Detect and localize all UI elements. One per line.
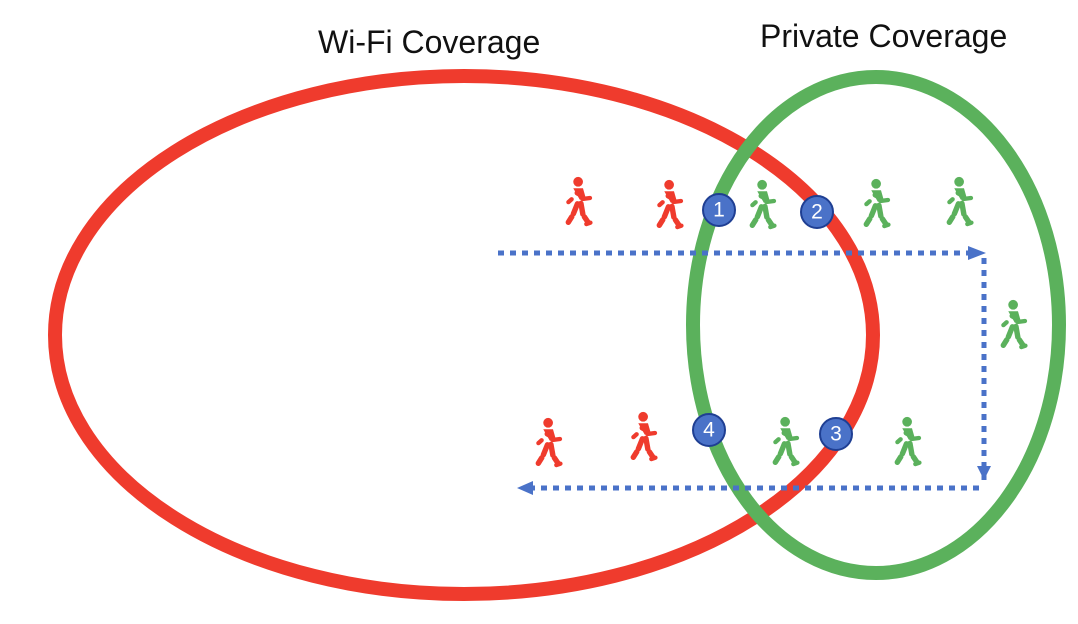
walkers bbox=[534, 176, 1029, 468]
arrowhead-left bbox=[517, 481, 533, 495]
private-coverage-zone bbox=[686, 70, 1066, 580]
waypoint-2-label: 2 bbox=[811, 201, 823, 224]
walker-green-2 bbox=[862, 178, 892, 229]
walker-red-3 bbox=[534, 417, 564, 468]
walker-green-4 bbox=[999, 299, 1029, 350]
wifi-coverage-zone bbox=[48, 69, 880, 601]
arrowhead-down bbox=[977, 466, 991, 480]
walker-green-5 bbox=[771, 416, 801, 467]
waypoint-2-circle bbox=[800, 195, 834, 229]
waypoint-2: 2 bbox=[800, 195, 834, 229]
walker-green-1 bbox=[748, 179, 778, 230]
private-coverage-label: Private Coverage bbox=[760, 18, 1008, 54]
arrowhead-right bbox=[968, 246, 986, 260]
walker-green-6 bbox=[893, 416, 923, 467]
waypoint-3: 3 bbox=[819, 417, 853, 451]
walker-green-3 bbox=[945, 176, 975, 227]
walker-red-1 bbox=[564, 176, 594, 227]
waypoint-3-label: 3 bbox=[830, 423, 842, 446]
waypoint-1-circle bbox=[702, 193, 736, 227]
walker-red-4 bbox=[629, 411, 659, 462]
waypoint-4-label: 4 bbox=[703, 419, 715, 442]
wifi-coverage-label: Wi-Fi Coverage bbox=[318, 24, 541, 60]
waypoint-1: 1 bbox=[702, 193, 736, 227]
waypoint-markers: 1 2 3 4 bbox=[692, 193, 853, 451]
waypoint-4: 4 bbox=[692, 413, 726, 447]
waypoint-1-label: 1 bbox=[713, 199, 725, 222]
walker-red-2 bbox=[655, 179, 685, 230]
waypoint-4-circle bbox=[692, 413, 726, 447]
movement-path bbox=[498, 246, 991, 495]
waypoint-3-circle bbox=[819, 417, 853, 451]
